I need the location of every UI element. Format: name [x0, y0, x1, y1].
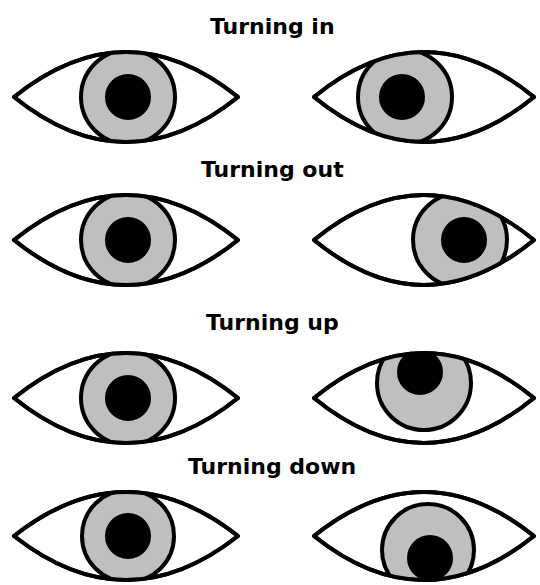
section-label: Turning out — [201, 157, 344, 183]
eye — [14, 351, 238, 445]
eye — [314, 193, 534, 287]
eye — [14, 50, 238, 144]
eye — [314, 50, 534, 144]
eye — [314, 492, 534, 585]
eye — [14, 193, 238, 287]
section-label: Turning in — [210, 14, 335, 40]
eye — [14, 490, 238, 582]
eye — [314, 336, 534, 443]
section-label: Turning down — [188, 454, 356, 480]
section-label: Turning up — [206, 310, 339, 336]
